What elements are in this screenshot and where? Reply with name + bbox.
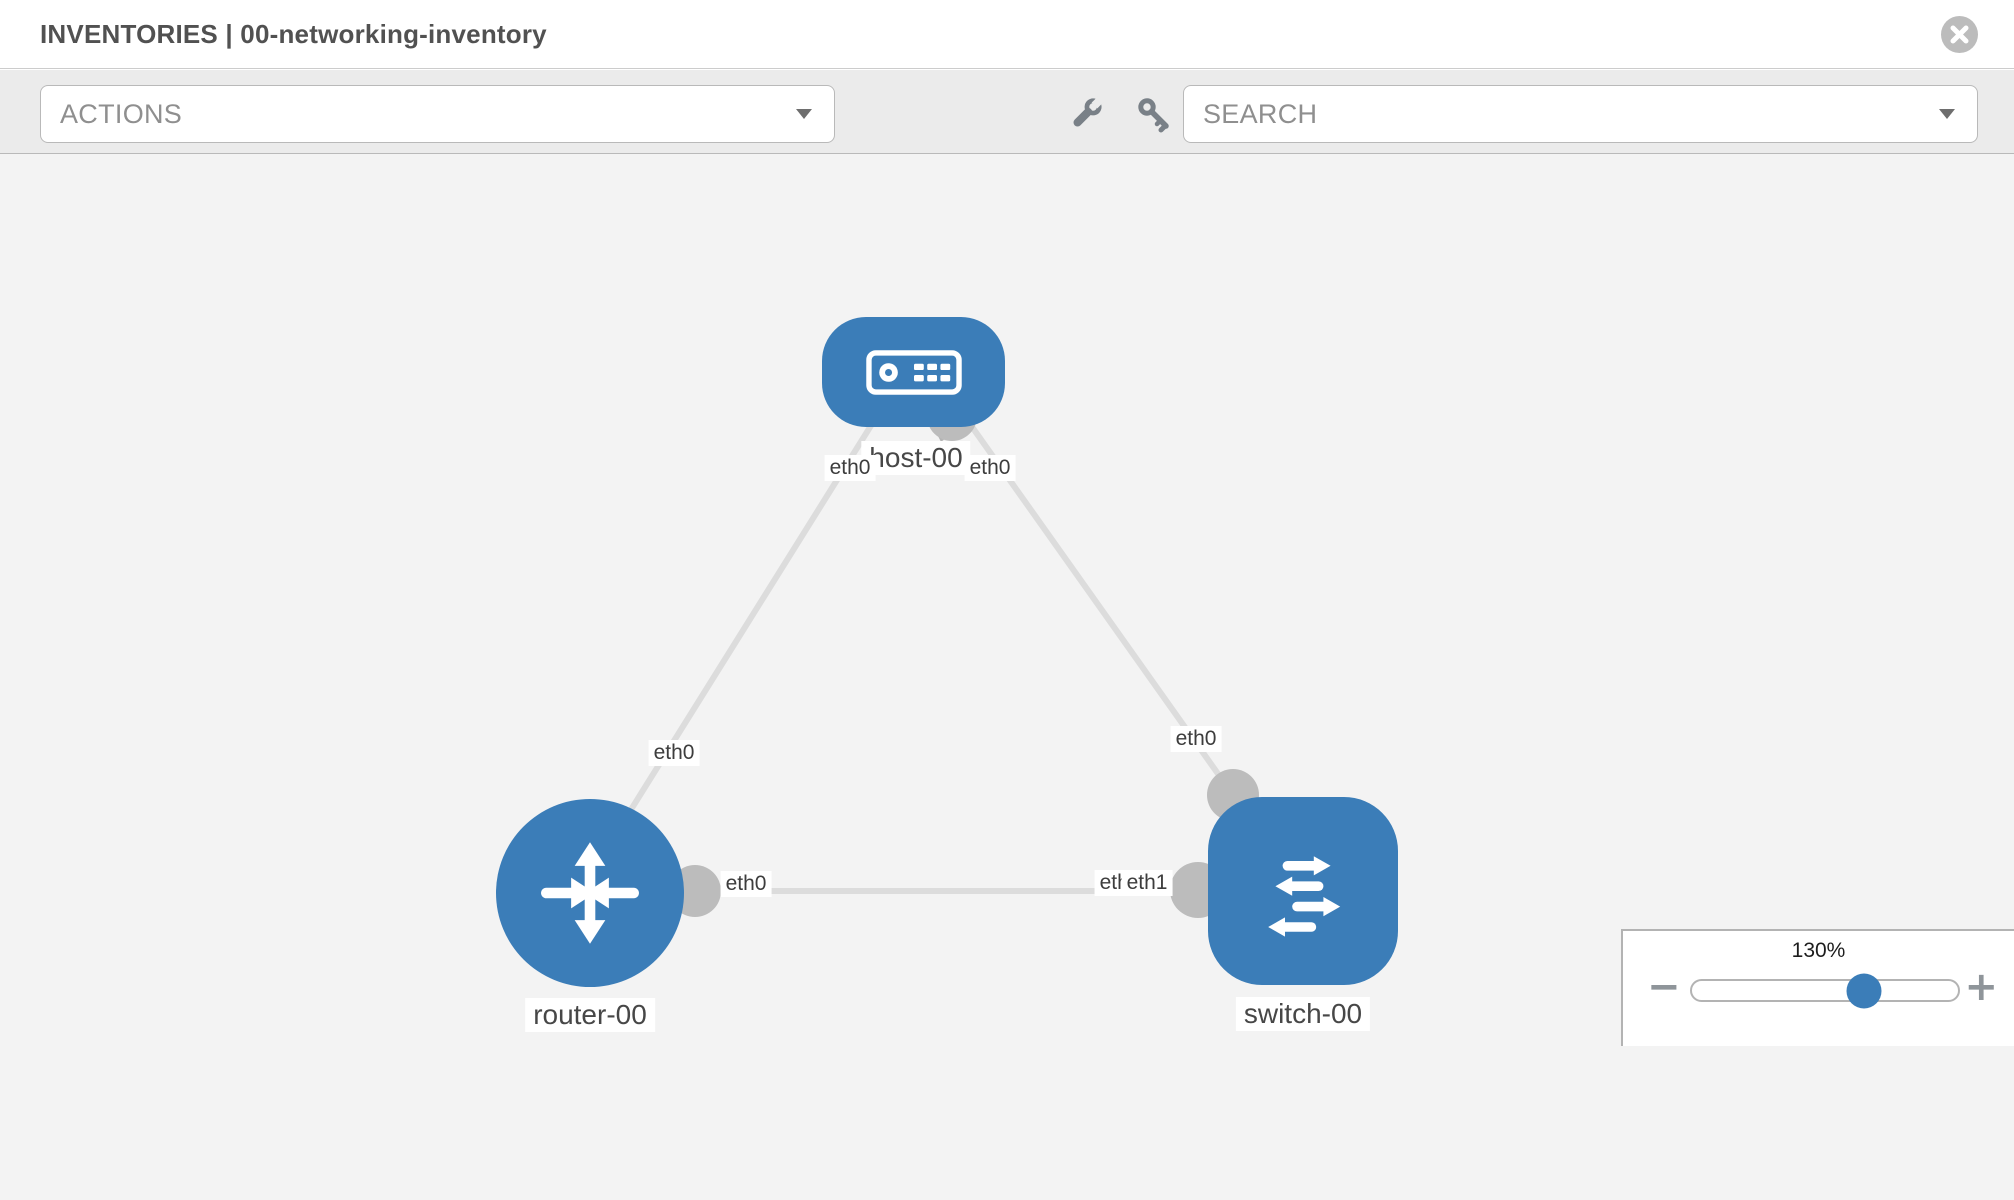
zoom-in-button[interactable]: + <box>1964 964 1998 1010</box>
zoom-percent-value: 130% <box>1791 939 1846 962</box>
wrench-icon <box>1073 95 1105 127</box>
node-host-00[interactable] <box>822 317 1005 427</box>
node-label-switch: switch-00 <box>1235 997 1371 1031</box>
node-label-router: router-00 <box>525 998 655 1032</box>
key-icon <box>1138 98 1169 133</box>
switch-icon <box>1268 856 1341 937</box>
zoom-out-button[interactable]: − <box>1647 964 1681 1010</box>
port-label-router-eth0-up: eth0 <box>648 740 700 766</box>
port-label-host-eth0-right: eth0 <box>964 455 1016 481</box>
page-title: INVENTORIES | 00-networking-inventory <box>40 19 547 49</box>
chevron-down-icon <box>796 109 812 119</box>
actions-dropdown-label: ACTIONS <box>60 98 183 129</box>
node-router-00[interactable] <box>496 799 684 987</box>
node-label-host: host-00 <box>861 441 971 475</box>
search-dropdown[interactable]: SEARCH <box>1183 85 1978 143</box>
port-label-host-eth0-left: eth0 <box>824 455 876 481</box>
close-icon <box>1950 25 1969 44</box>
zoom-control-panel: 130% − + <box>1621 929 2014 1046</box>
configure-button[interactable] <box>1066 94 1106 137</box>
port-label-router-eth0: eth0 <box>720 871 772 897</box>
close-button[interactable] <box>1941 16 1978 53</box>
toolbar: ACTIONS SEARCH <box>0 70 2014 154</box>
port-label-switch-eth1: eth1 <box>1121 870 1173 896</box>
actions-dropdown[interactable]: ACTIONS <box>40 85 835 143</box>
host-icon <box>865 349 962 395</box>
node-switch-00[interactable] <box>1208 797 1398 985</box>
zoom-slider[interactable] <box>1690 973 1960 1008</box>
router-icon <box>541 842 639 944</box>
credentials-button[interactable] <box>1134 94 1174 137</box>
port-label-switch-eth0: eth0 <box>1170 726 1222 752</box>
chevron-down-icon <box>1939 109 1955 119</box>
link-host-router[interactable] <box>609 422 875 842</box>
header-bar: INVENTORIES | 00-networking-inventory <box>0 0 2014 69</box>
zoom-slider-thumb[interactable] <box>1846 973 1882 1008</box>
search-dropdown-label: SEARCH <box>1203 98 1318 129</box>
